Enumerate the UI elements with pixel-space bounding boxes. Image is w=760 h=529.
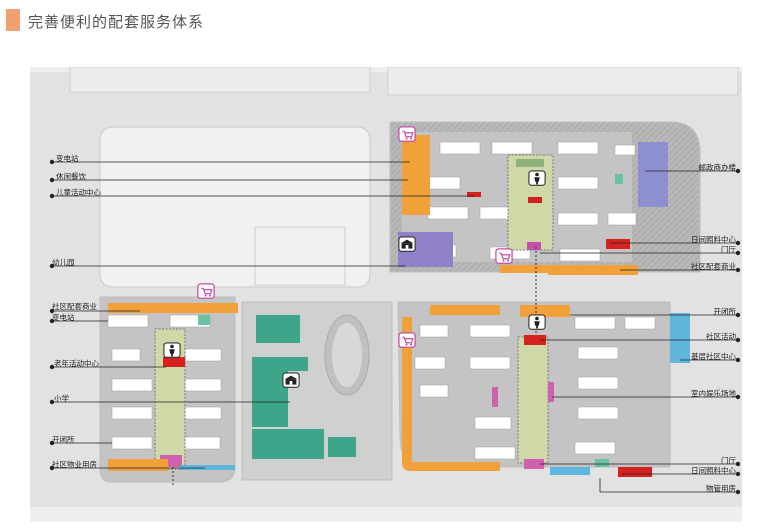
label-children-activity-center: 儿童活动中心 (56, 188, 101, 197)
label-community-commercial-2: 社区配套商业 (691, 262, 736, 271)
label-community-activity: 社区活动 (706, 332, 736, 341)
label-substation-1: 变电站 (56, 154, 79, 163)
label-substation-2: 变电站 (52, 313, 75, 322)
label-day-care-center-1: 日间照料中心 (691, 235, 736, 244)
title-accent-bar (6, 9, 20, 31)
label-switching-station-2: 开闭所 (713, 307, 737, 316)
label-property-room: 社区物业用房 (52, 460, 97, 469)
site-plan-drawing (30, 67, 742, 522)
label-switching-station-1: 开闭所 (52, 435, 75, 444)
label-indoor-entertainment: 室内娱乐场地 (691, 389, 736, 398)
label-community-commercial-1: 社区配套商业 (52, 302, 97, 311)
label-postal-office: 邮政商办楼 (698, 163, 737, 172)
label-kindergarten: 幼儿园 (52, 258, 75, 267)
label-property-management-room: 物管用房 (706, 484, 736, 493)
label-grassroots-community-center: 基层社区中心 (691, 352, 736, 361)
label-day-care-center-2: 日间照料中心 (691, 466, 736, 475)
label-primary-school: 小学 (54, 394, 69, 403)
page-title: 完善便利的配套服务体系 (28, 13, 205, 31)
label-elderly-activity-center: 老年活动中心 (54, 359, 99, 368)
site-plan-map (30, 67, 742, 522)
label-lobby-2: 门厅 (721, 456, 736, 465)
label-lobby-1: 门厅 (721, 245, 736, 254)
label-leisure-dining: 休闲餐饮 (56, 172, 86, 181)
